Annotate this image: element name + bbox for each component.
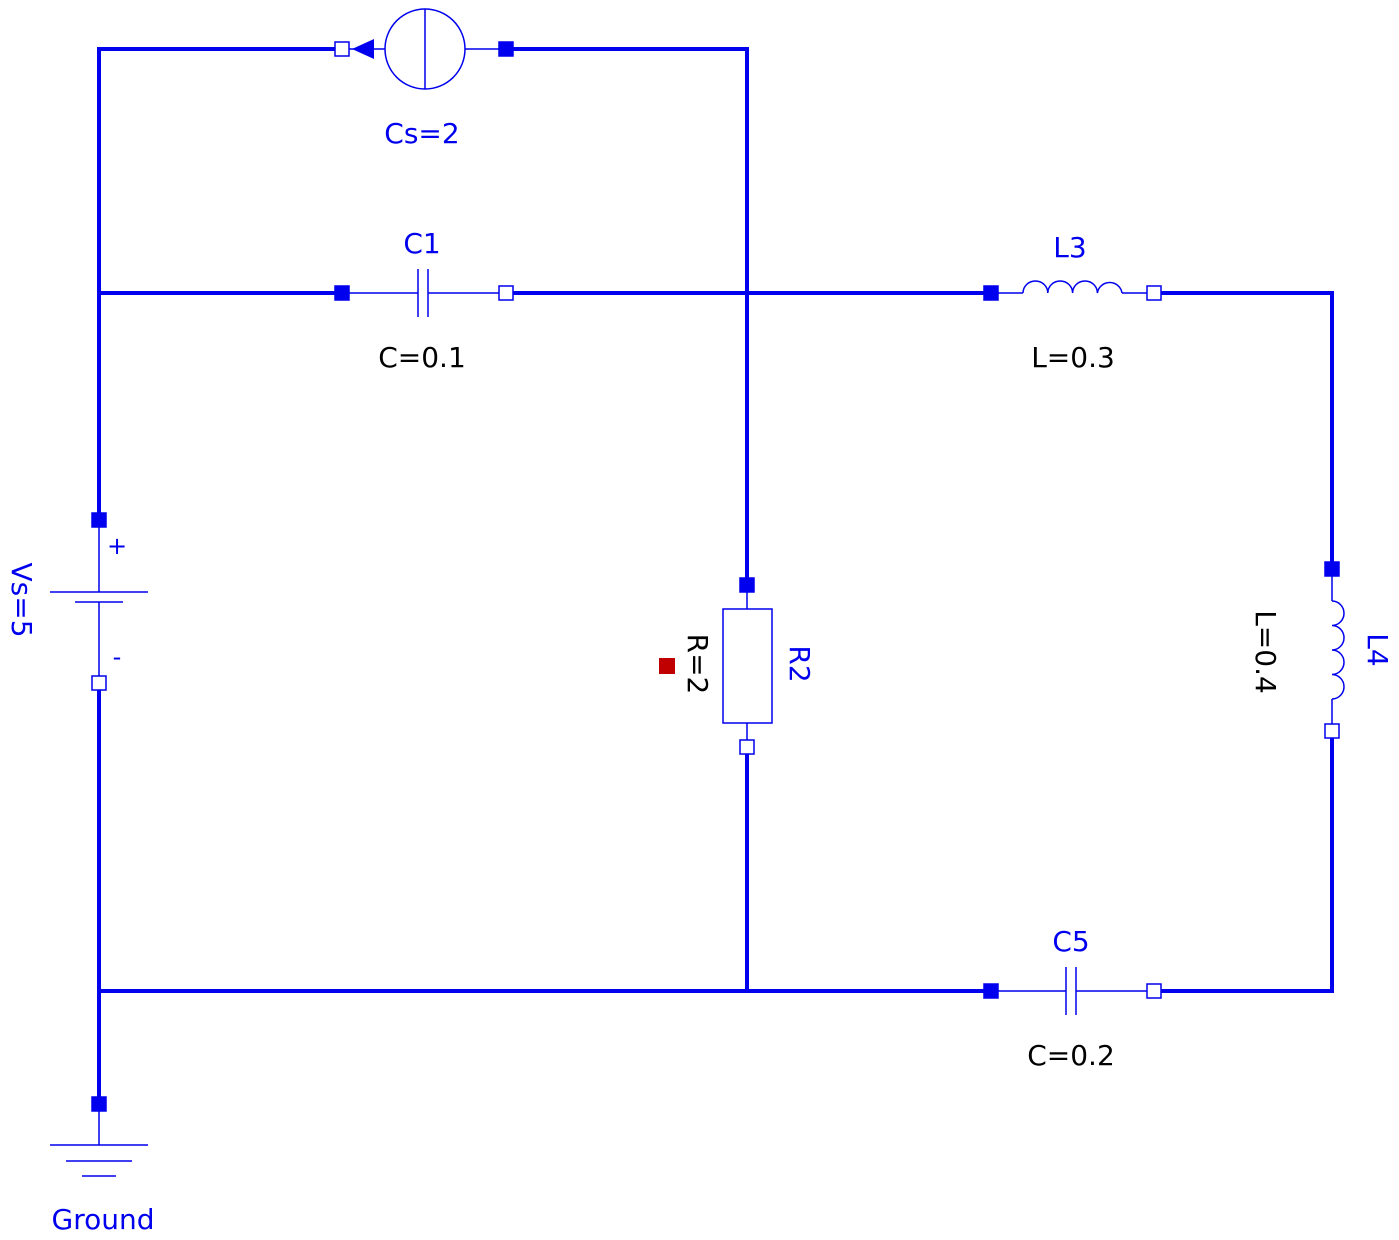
- ground-name-label: Ground: [52, 1203, 155, 1236]
- current-source[interactable]: Cs=2: [334, 8, 514, 150]
- l4-port-p[interactable]: [1324, 561, 1340, 577]
- resistor-r2[interactable]: R=2 R2: [659, 577, 816, 755]
- vs-name-label: Vs=5: [5, 562, 38, 637]
- c5-port-n[interactable]: [1146, 983, 1162, 999]
- l3-port-p[interactable]: [983, 285, 999, 301]
- ground[interactable]: Ground: [50, 1096, 155, 1236]
- r2-port-p[interactable]: [739, 577, 755, 593]
- voltage-source[interactable]: + - Vs=5: [5, 512, 148, 691]
- vs-port-n[interactable]: [91, 675, 107, 691]
- vs-minus-sign: -: [113, 643, 122, 671]
- l3-param-label: L=0.3: [1031, 341, 1115, 374]
- current-source-port-n[interactable]: [334, 41, 350, 57]
- c1-port-p[interactable]: [334, 285, 350, 301]
- l4-port-n[interactable]: [1324, 723, 1340, 739]
- wires: [97, 47, 1334, 1106]
- capacitor-c5[interactable]: C5 C=0.2: [983, 925, 1162, 1072]
- l4-param-label: L=0.4: [1249, 610, 1282, 694]
- wire-top-left[interactable]: [97, 47, 344, 522]
- inductor-l4[interactable]: L=0.4 L4: [1249, 561, 1394, 739]
- c5-name-label: C5: [1052, 925, 1089, 958]
- r2-name-label: R2: [783, 645, 816, 682]
- c5-param-label: C=0.2: [1027, 1039, 1115, 1072]
- l4-name-label: L4: [1361, 633, 1394, 666]
- c1-name-label: C1: [403, 227, 440, 260]
- vs-plus-sign: +: [107, 532, 127, 560]
- ground-port[interactable]: [91, 1096, 107, 1112]
- r2-port-n[interactable]: [739, 739, 755, 755]
- wire-l3-to-l4[interactable]: [1152, 291, 1334, 571]
- c1-port-n[interactable]: [498, 285, 514, 301]
- capacitor-c1[interactable]: C1 C=0.1: [334, 227, 514, 374]
- vs-port-p[interactable]: [91, 512, 107, 528]
- current-direction-arrow-icon: [352, 39, 374, 59]
- l3-port-n[interactable]: [1146, 285, 1162, 301]
- wire-c5-to-l4[interactable]: [1152, 729, 1334, 993]
- selection-marker-icon[interactable]: [659, 658, 675, 674]
- inductor-l3[interactable]: L3 L=0.3: [983, 231, 1162, 374]
- current-source-port-p[interactable]: [498, 41, 514, 57]
- c1-param-label: C=0.1: [378, 341, 466, 374]
- current-source-param-label: Cs=2: [384, 117, 459, 150]
- c5-port-p[interactable]: [983, 983, 999, 999]
- l3-name-label: L3: [1053, 231, 1086, 264]
- r2-param-label: R=2: [681, 634, 714, 695]
- wire-top-right[interactable]: [504, 47, 749, 587]
